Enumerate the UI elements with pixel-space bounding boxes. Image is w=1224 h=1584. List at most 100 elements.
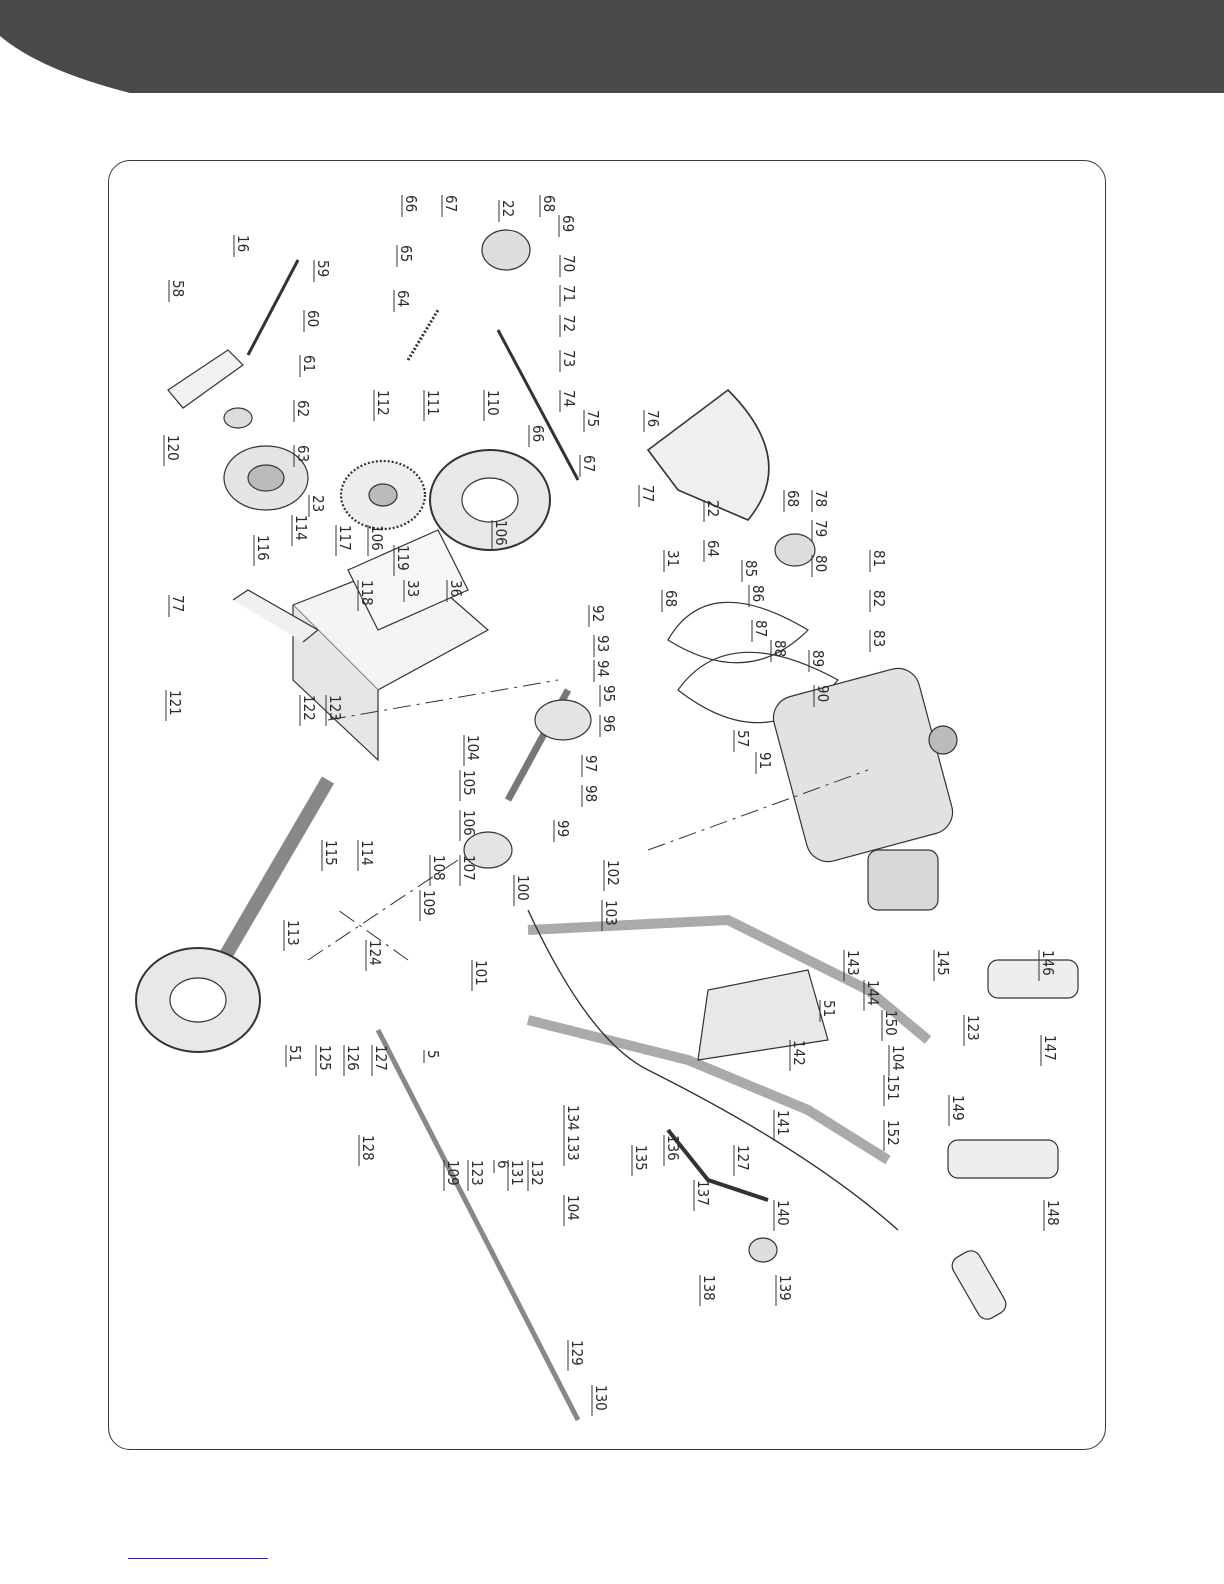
part-callout-82: 82 bbox=[870, 590, 888, 607]
part-callout-64a: 64 bbox=[394, 290, 412, 307]
part-callout-101: 101 bbox=[472, 960, 490, 986]
part-callout-68c: 68 bbox=[662, 590, 680, 607]
part-callout-102: 102 bbox=[604, 860, 622, 886]
part-callout-104c: 104 bbox=[564, 1195, 582, 1221]
part-callout-69: 69 bbox=[559, 215, 577, 232]
part-callout-137: 137 bbox=[694, 1180, 712, 1206]
part-callout-95: 95 bbox=[600, 685, 618, 702]
part-callout-31: 31 bbox=[664, 550, 682, 567]
part-callout-121: 121 bbox=[166, 690, 184, 716]
part-callout-73: 73 bbox=[560, 350, 578, 367]
part-callout-22b: 22 bbox=[704, 500, 722, 517]
part-callout-125: 125 bbox=[316, 1045, 334, 1071]
part-callout-105: 105 bbox=[460, 770, 478, 796]
part-callout-128: 128 bbox=[359, 1135, 377, 1161]
part-callout-90: 90 bbox=[814, 685, 832, 702]
part-callout-140: 140 bbox=[774, 1200, 792, 1226]
part-callout-6: 6 bbox=[494, 1160, 512, 1169]
part-callout-104b: 104 bbox=[889, 1045, 907, 1071]
part-callout-145: 145 bbox=[934, 950, 952, 976]
part-callout-134: 134 bbox=[564, 1105, 582, 1131]
part-callout-57: 57 bbox=[734, 730, 752, 747]
part-callout-152: 152 bbox=[884, 1120, 902, 1146]
part-callout-66a: 66 bbox=[402, 195, 420, 212]
part-callout-68a: 68 bbox=[540, 195, 558, 212]
part-callout-129: 129 bbox=[568, 1340, 586, 1366]
part-callout-68b: 68 bbox=[784, 490, 802, 507]
part-callout-103: 103 bbox=[602, 900, 620, 926]
part-callout-119: 119 bbox=[394, 545, 412, 571]
part-callout-124: 124 bbox=[366, 940, 384, 966]
part-callout-118: 118 bbox=[358, 580, 376, 606]
part-callout-85: 85 bbox=[742, 560, 760, 577]
part-callout-138: 138 bbox=[700, 1275, 718, 1301]
part-callout-117: 117 bbox=[336, 525, 354, 551]
part-callout-113: 113 bbox=[284, 920, 302, 946]
header-band bbox=[0, 0, 1224, 93]
part-callout-72: 72 bbox=[560, 315, 578, 332]
part-callout-108: 108 bbox=[430, 855, 448, 881]
part-callout-83: 83 bbox=[870, 630, 888, 647]
part-callout-16: 16 bbox=[234, 235, 252, 252]
part-callout-127a: 127 bbox=[372, 1045, 390, 1071]
part-callout-132: 132 bbox=[528, 1160, 546, 1186]
part-callout-98: 98 bbox=[582, 785, 600, 802]
part-callout-79: 79 bbox=[812, 520, 830, 537]
part-callout-133: 133 bbox=[564, 1135, 582, 1161]
part-callout-63: 63 bbox=[294, 445, 312, 462]
part-callout-106b: 106 bbox=[492, 520, 510, 546]
part-callout-58: 58 bbox=[169, 280, 187, 297]
part-callout-139: 139 bbox=[776, 1275, 794, 1301]
part-callout-67b: 67 bbox=[580, 455, 598, 472]
part-callout-116: 116 bbox=[254, 535, 272, 561]
part-callout-65: 65 bbox=[397, 245, 415, 262]
part-callout-142: 142 bbox=[790, 1040, 808, 1066]
part-callout-131: 131 bbox=[508, 1160, 526, 1186]
part-callout-106a: 106 bbox=[368, 525, 386, 551]
part-callout-81: 81 bbox=[870, 550, 888, 567]
footer-link-rule bbox=[128, 1558, 268, 1559]
part-callout-77a: 77 bbox=[639, 485, 657, 502]
part-callout-123b: 123 bbox=[964, 1015, 982, 1041]
part-callout-123c: 123 bbox=[468, 1160, 486, 1186]
part-callout-114a: 114 bbox=[292, 515, 310, 541]
part-callout-67a: 67 bbox=[442, 195, 460, 212]
part-callout-115: 115 bbox=[322, 840, 340, 866]
part-callout-92: 92 bbox=[589, 605, 607, 622]
part-callout-130: 130 bbox=[592, 1385, 610, 1411]
part-callout-127b: 127 bbox=[734, 1145, 752, 1171]
part-callout-77b: 77 bbox=[169, 595, 187, 612]
part-callout-111: 111 bbox=[424, 390, 442, 416]
part-callout-76: 76 bbox=[644, 410, 662, 427]
part-callout-106c: 106 bbox=[460, 810, 478, 836]
part-callout-99: 99 bbox=[554, 820, 572, 837]
part-callout-33: 33 bbox=[404, 580, 422, 597]
part-callout-64b: 64 bbox=[704, 540, 722, 557]
part-callout-97: 97 bbox=[582, 755, 600, 772]
part-callout-112: 112 bbox=[374, 390, 392, 416]
parts-drawing bbox=[135, 229, 1079, 1422]
part-callout-36: 36 bbox=[447, 580, 465, 597]
part-callout-91: 91 bbox=[756, 752, 774, 769]
part-callout-74: 74 bbox=[560, 390, 578, 407]
part-callout-110: 110 bbox=[484, 390, 502, 416]
part-callout-88: 88 bbox=[771, 640, 789, 657]
part-callout-136: 136 bbox=[664, 1135, 682, 1161]
part-callout-70: 70 bbox=[560, 255, 578, 272]
part-callout-87: 87 bbox=[752, 620, 770, 637]
part-callout-146: 146 bbox=[1039, 950, 1057, 976]
part-callout-109a: 109 bbox=[420, 890, 438, 916]
part-callout-151: 151 bbox=[884, 1075, 902, 1101]
part-callout-66b: 66 bbox=[529, 425, 547, 442]
part-callout-75: 75 bbox=[584, 410, 602, 427]
part-callout-93: 93 bbox=[594, 635, 612, 652]
part-callout-94: 94 bbox=[594, 660, 612, 677]
part-callout-60: 60 bbox=[304, 310, 322, 327]
part-callout-96: 96 bbox=[600, 715, 618, 732]
part-callout-62: 62 bbox=[294, 400, 312, 417]
part-callout-149: 149 bbox=[949, 1095, 967, 1121]
part-callout-51a: 51 bbox=[820, 1000, 838, 1017]
part-callout-122: 122 bbox=[300, 695, 318, 721]
